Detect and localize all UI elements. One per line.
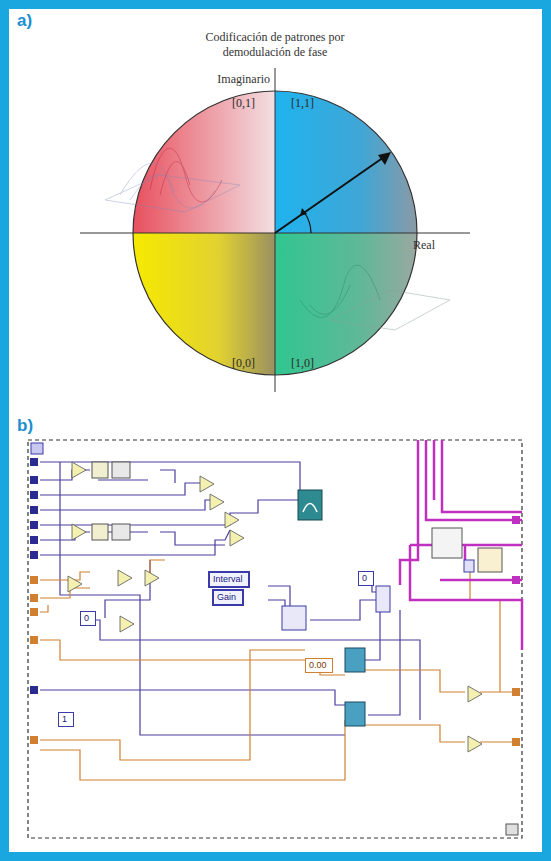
numeric-constant: 0.00 xyxy=(305,658,333,673)
numeric-constant: 1 xyxy=(58,712,74,727)
subvi-icon xyxy=(92,462,502,726)
arrowhead xyxy=(300,208,307,216)
panel-label: a) xyxy=(17,11,32,31)
loop-tunnel xyxy=(31,443,43,454)
axis-label: Imaginario xyxy=(217,72,270,87)
constant-value: Interval xyxy=(213,574,243,584)
phase-arc xyxy=(304,212,311,233)
wires xyxy=(40,440,522,780)
quadrant-code: [0,1] xyxy=(232,96,255,111)
constant-value: 0 xyxy=(362,573,367,583)
while-loop xyxy=(28,440,522,838)
quadrant xyxy=(275,233,417,375)
phase-vector xyxy=(275,157,384,233)
constant-value: Gain xyxy=(217,592,236,602)
quadrant xyxy=(133,91,275,233)
pattern-surface xyxy=(105,163,240,212)
quadrant-code: [0,0] xyxy=(232,356,255,371)
enum-constant: Interval xyxy=(208,571,250,588)
enum-constant: Gain xyxy=(212,589,244,606)
constant-value: 0.00 xyxy=(309,660,327,670)
function-primitive xyxy=(68,462,482,752)
quadrant-code: [1,0] xyxy=(291,356,314,371)
terminal xyxy=(30,458,520,835)
constant-value: 0 xyxy=(84,613,89,623)
numeric-constant: 0 xyxy=(80,611,96,626)
arrowhead xyxy=(378,152,391,165)
panel-label: b) xyxy=(17,416,33,436)
quadrant xyxy=(275,91,417,233)
axis-label: Real xyxy=(413,238,435,253)
numeric-constant: 0 xyxy=(358,571,374,586)
quadrant xyxy=(133,233,275,375)
quadrant-code: [1,1] xyxy=(291,96,314,111)
pattern-surface xyxy=(300,265,450,330)
diagram-title: Codificación de patrones por demodulació… xyxy=(200,30,350,60)
pattern-surface xyxy=(150,148,222,202)
imaginary-axis xyxy=(275,68,276,392)
constant-value: 1 xyxy=(62,714,67,724)
